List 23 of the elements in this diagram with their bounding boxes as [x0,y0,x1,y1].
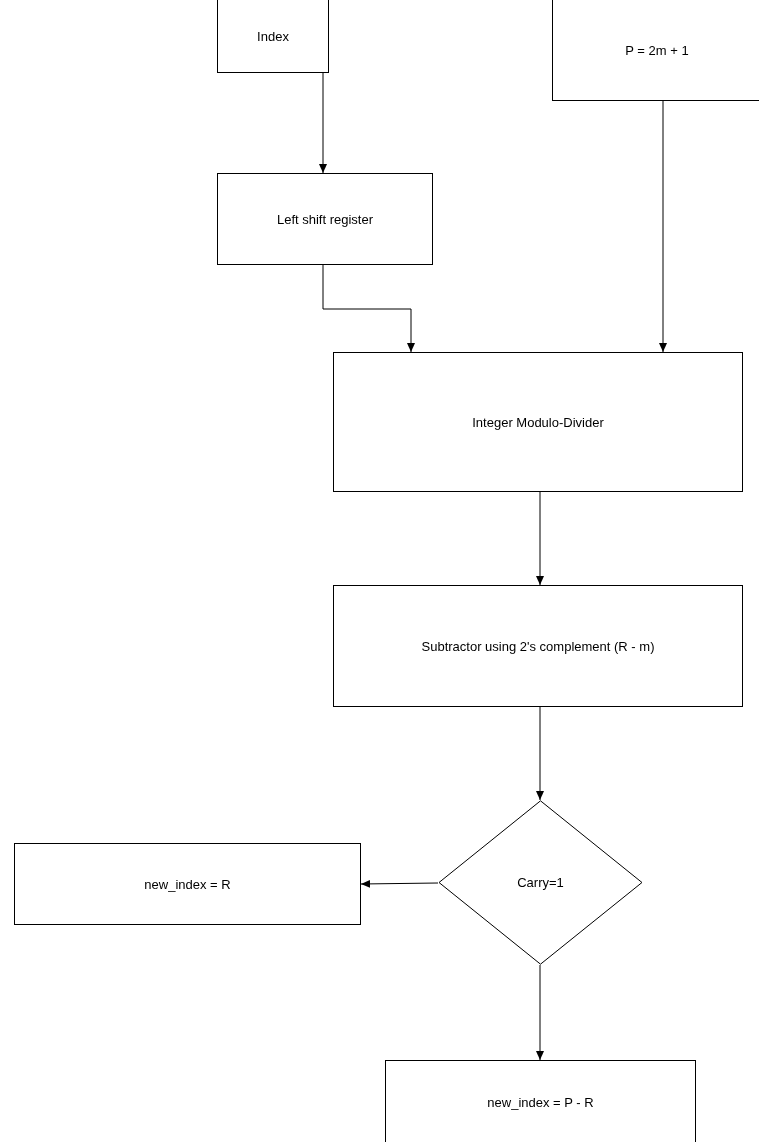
node-label: new_index = P - R [487,1095,594,1110]
arrow [536,706,544,801]
process-box [217,173,433,265]
arrow [536,491,544,586]
arrow [536,964,544,1061]
process-box [217,0,329,73]
process-box [14,843,361,925]
arrow [360,879,439,888]
node-label: Index [257,28,289,44]
arrow [319,72,327,174]
process-box [552,0,759,101]
arrow [322,264,415,353]
arrow [659,100,667,353]
decision-diamond [438,800,643,965]
node-label: Integer Modulo-Divider [472,414,604,430]
node-label: Carry=1 [517,875,564,890]
process-box [385,1060,696,1142]
node-label: Left shift register [276,211,374,227]
node-label: P = 2m + 1 [625,42,689,58]
process-box [333,585,743,707]
process-box [333,352,743,492]
node-label: Subtractor using 2's complement (R - m) [421,638,655,654]
node-label: new_index = R [144,876,231,892]
